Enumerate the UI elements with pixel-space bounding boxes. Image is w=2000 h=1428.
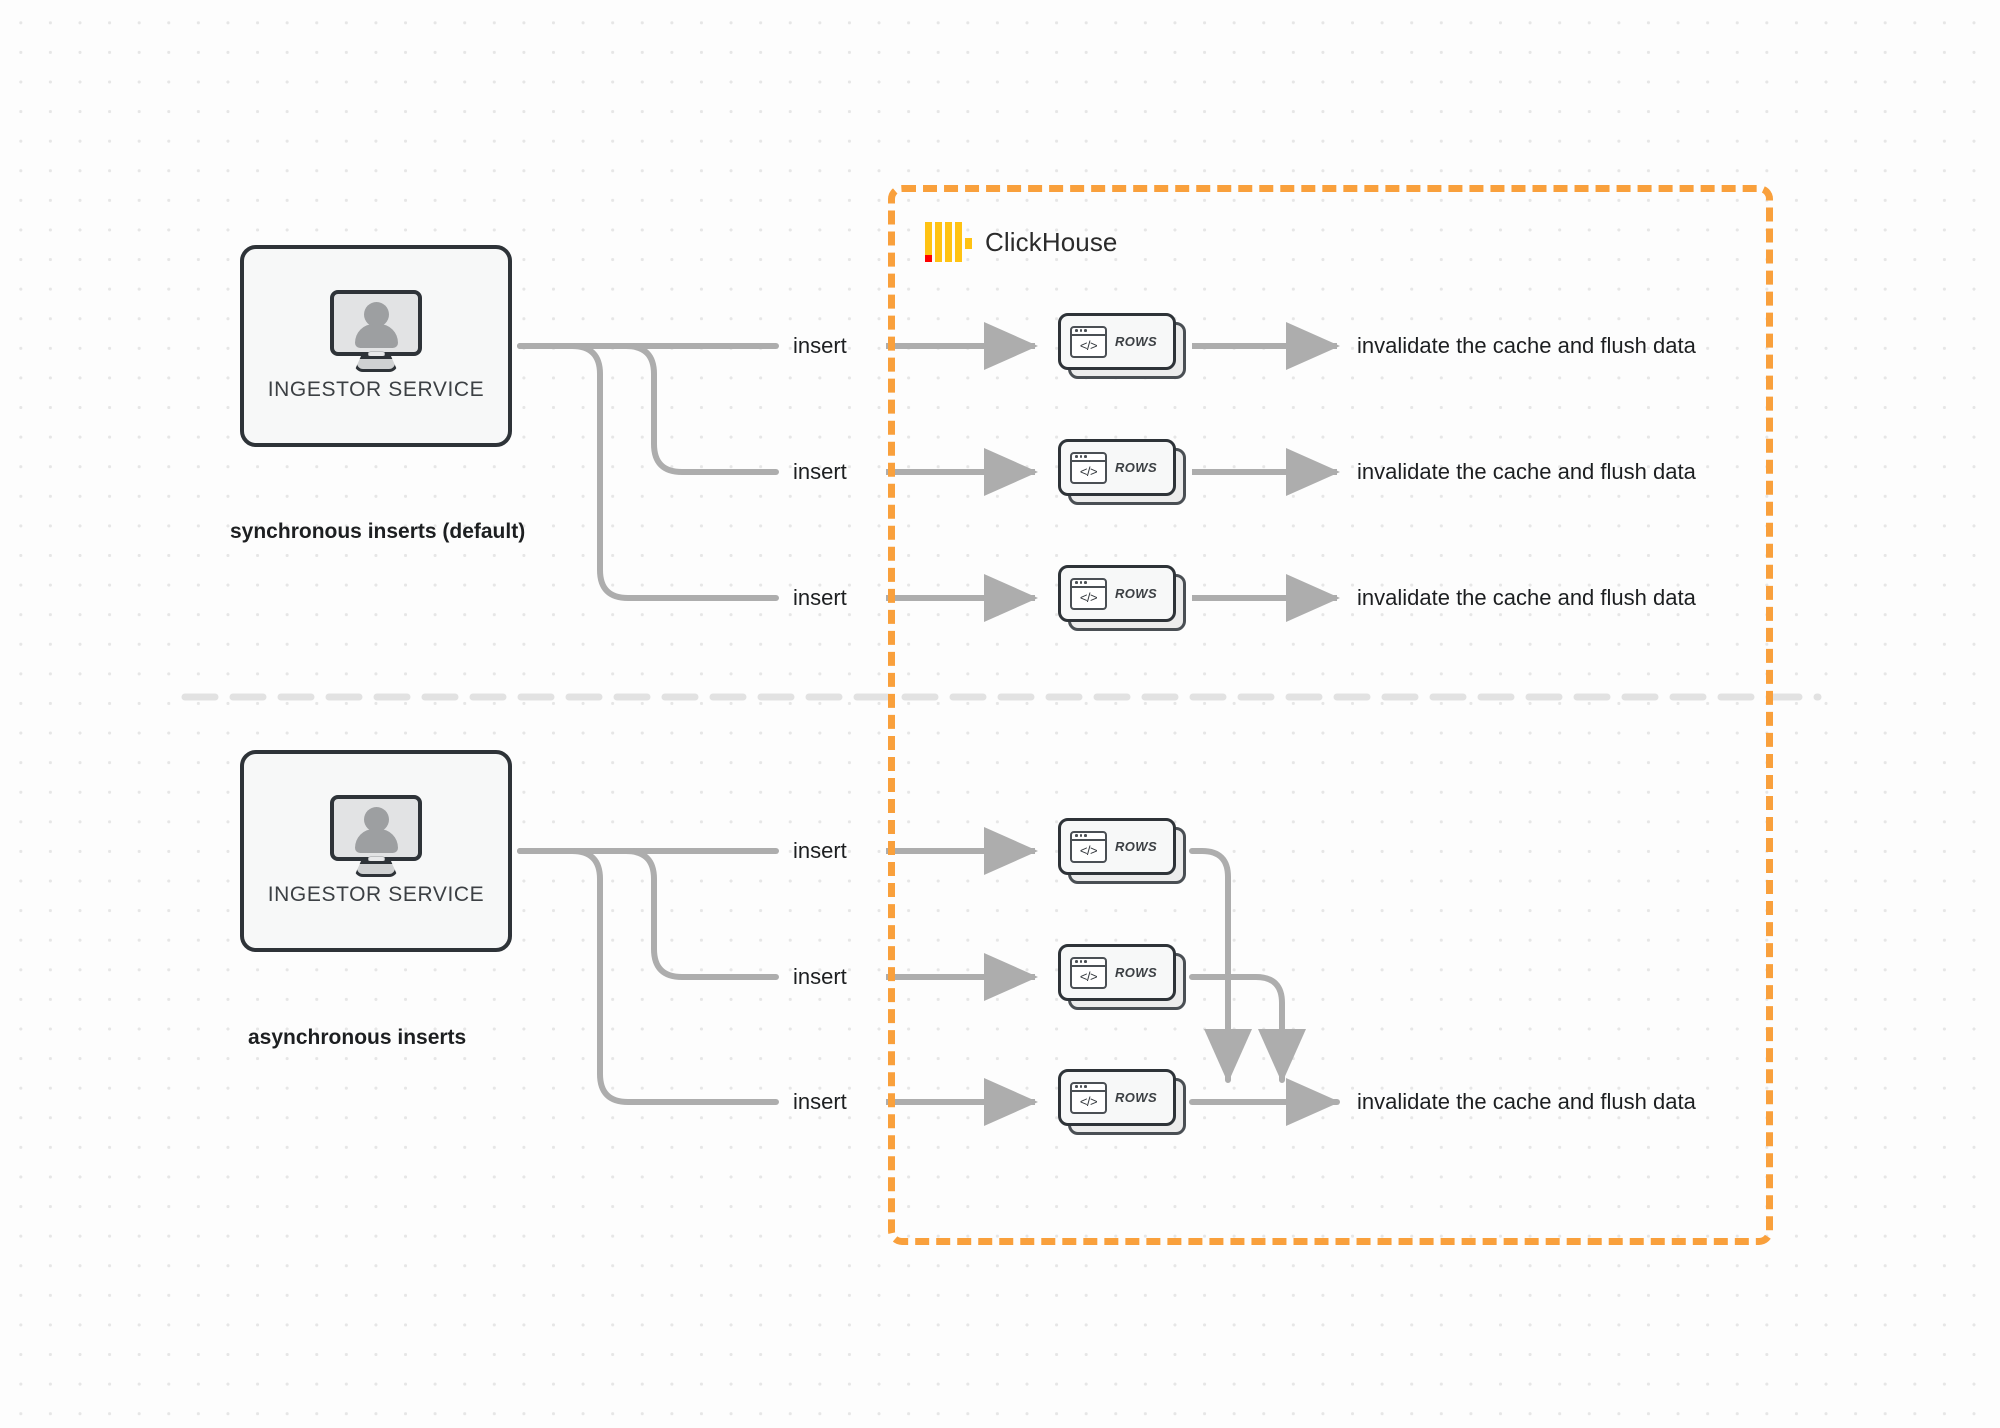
window-dot-3	[1084, 581, 1087, 584]
logo-bar-4	[955, 222, 962, 262]
code-window-icon: </>	[1070, 325, 1107, 358]
clickhouse-logo-group: ClickHouse	[925, 222, 1118, 262]
user-body	[355, 829, 398, 853]
rows-card-front: </> ROWS	[1058, 944, 1176, 1001]
window-dot-1	[1075, 1085, 1078, 1088]
rows-card-async-2[interactable]: </> ROWS	[1058, 944, 1186, 1010]
code-window-icon: </>	[1070, 451, 1107, 484]
insert-label-async-2: insert	[793, 964, 847, 989]
window-dot-1	[1075, 581, 1078, 584]
rows-card-label: ROWS	[1115, 965, 1158, 980]
window-dot-3	[1084, 455, 1087, 458]
code-glyph: </>	[1079, 338, 1098, 353]
rows-card-front: </> ROWS	[1058, 1069, 1176, 1126]
code-window-icon: </>	[1070, 577, 1107, 610]
rows-card-front: </> ROWS	[1058, 818, 1176, 875]
logo-red-square	[925, 255, 932, 262]
rows-card-label: ROWS	[1115, 334, 1158, 349]
code-window-icon: </>	[1070, 1081, 1107, 1114]
ingestor-service-async[interactable]: INGESTOR SERVICE	[240, 750, 512, 952]
window-titlebar	[1072, 833, 1105, 841]
window-titlebar	[1072, 959, 1105, 967]
window-titlebar	[1072, 454, 1105, 462]
clickhouse-label: ClickHouse	[985, 226, 1118, 257]
window-titlebar	[1072, 580, 1105, 588]
window-dot-1	[1075, 960, 1078, 963]
rows-card-async-3[interactable]: </> ROWS	[1058, 1069, 1186, 1135]
window-dot-1	[1075, 329, 1078, 332]
window-dot-3	[1084, 834, 1087, 837]
rows-card-sync-1[interactable]: </> ROWS	[1058, 313, 1186, 379]
logo-bar-3	[945, 222, 952, 262]
user-head	[364, 302, 389, 327]
window-dot-2	[1079, 834, 1083, 837]
outcome-label-sync-2: invalidate the cache and flush data	[1357, 459, 1696, 484]
rows-card-label: ROWS	[1115, 460, 1158, 475]
logo-bar-2	[935, 222, 942, 262]
rows-card-label: ROWS	[1115, 586, 1158, 601]
ingestor-service-label-async: INGESTOR SERVICE	[267, 883, 485, 906]
ingestor-service-label-sync: INGESTOR SERVICE	[267, 378, 485, 401]
rows-card-sync-2[interactable]: </> ROWS	[1058, 439, 1186, 505]
outcome-label-sync-1: invalidate the cache and flush data	[1357, 333, 1696, 358]
ingestor-service-sync[interactable]: INGESTOR SERVICE	[240, 245, 512, 447]
insert-label-sync-1: insert	[793, 333, 847, 358]
logo-side-tab	[965, 238, 972, 249]
monitor-stand	[354, 861, 398, 877]
user-body	[355, 324, 398, 348]
async-branch-wires	[517, 848, 779, 1105]
window-dot-3	[1084, 329, 1087, 332]
section-caption-sync: synchronous inserts (default)	[230, 520, 526, 543]
monitor-stand	[354, 356, 398, 372]
monitor-user-icon	[330, 290, 422, 372]
window-dot-2	[1079, 581, 1083, 584]
rows-card-label: ROWS	[1115, 839, 1158, 854]
code-window-icon: </>	[1070, 830, 1107, 863]
window-dot-1	[1075, 455, 1078, 458]
user-head	[364, 807, 389, 832]
logo-bar-1	[925, 222, 932, 262]
insert-label-sync-2: insert	[793, 459, 847, 484]
window-titlebar	[1072, 1084, 1105, 1092]
section-caption-async: asynchronous inserts	[248, 1026, 467, 1049]
code-glyph: </>	[1079, 843, 1098, 858]
window-dot-2	[1079, 329, 1083, 332]
code-glyph: </>	[1079, 969, 1098, 984]
outcome-label-sync-3: invalidate the cache and flush data	[1357, 585, 1696, 610]
rows-card-front: </> ROWS	[1058, 439, 1176, 496]
code-glyph: </>	[1079, 1094, 1098, 1109]
window-titlebar	[1072, 328, 1105, 336]
clickhouse-logo	[925, 222, 972, 262]
outcome-label-async: invalidate the cache and flush data	[1357, 1089, 1696, 1114]
insert-label-async-1: insert	[793, 838, 847, 863]
rows-card-front: </> ROWS	[1058, 565, 1176, 622]
window-dot-1	[1075, 834, 1078, 837]
code-glyph: </>	[1079, 590, 1098, 605]
code-glyph: </>	[1079, 464, 1098, 479]
rows-card-async-1[interactable]: </> ROWS	[1058, 818, 1186, 884]
window-dot-3	[1084, 960, 1087, 963]
clickhouse-boundary	[888, 185, 1773, 1245]
sync-branch-wires	[517, 343, 779, 601]
window-dot-2	[1079, 960, 1083, 963]
window-dot-3	[1084, 1085, 1087, 1088]
rows-card-sync-3[interactable]: </> ROWS	[1058, 565, 1186, 631]
insert-label-async-3: insert	[793, 1089, 847, 1114]
rows-card-front: </> ROWS	[1058, 313, 1176, 370]
window-dot-2	[1079, 1085, 1083, 1088]
insert-label-sync-3: insert	[793, 585, 847, 610]
rows-card-label: ROWS	[1115, 1090, 1158, 1105]
window-dot-2	[1079, 455, 1083, 458]
code-window-icon: </>	[1070, 956, 1107, 989]
monitor-user-icon	[330, 795, 422, 877]
